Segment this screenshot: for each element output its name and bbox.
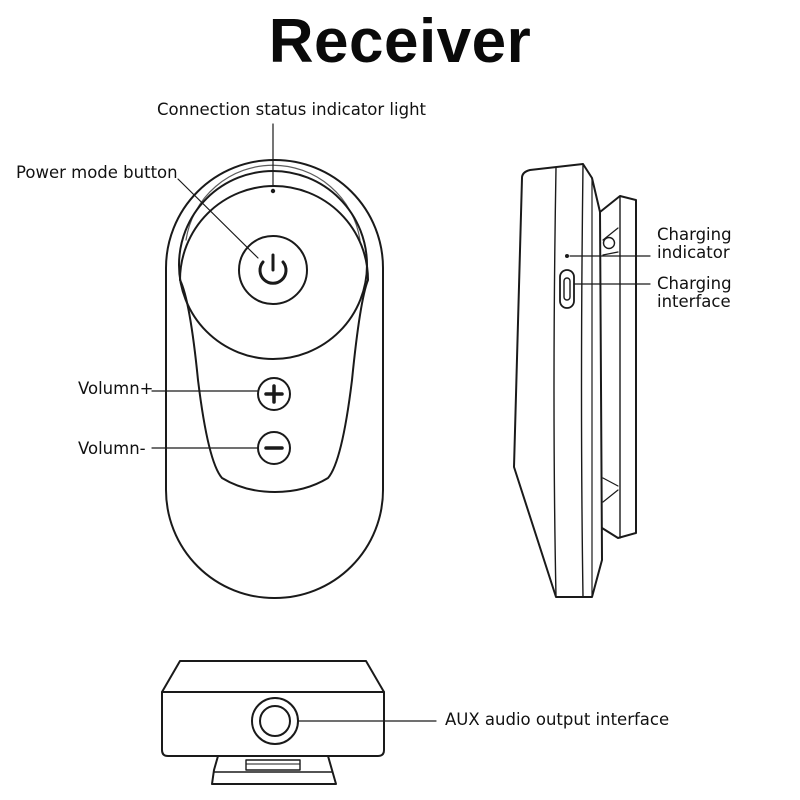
side-leader-lines (569, 255, 651, 285)
label-connection-status: Connection status indicator light (157, 100, 426, 119)
aux-jack-inner (259, 705, 291, 737)
plus-icon (264, 384, 284, 404)
label-power-mode: Power mode button (16, 163, 178, 182)
side-clip (599, 195, 637, 539)
volume-up-button (257, 377, 291, 411)
bottom-clip (211, 755, 337, 785)
label-volume-down: Volumn- (78, 439, 146, 458)
power-button (238, 235, 308, 305)
volume-down-button (257, 431, 291, 465)
front-inner-panel (179, 185, 369, 493)
front-view (165, 159, 384, 599)
power-icon (258, 253, 288, 285)
front-body-outline (165, 159, 384, 599)
connection-indicator-dot (270, 188, 276, 194)
aux-jack-outer (251, 697, 299, 745)
label-charging-indicator-1: Charging (657, 225, 732, 244)
side-body-outline (513, 163, 603, 598)
label-aux-output: AUX audio output interface (445, 710, 670, 729)
label-charging-indicator-2: indicator (657, 243, 730, 262)
side-view (513, 163, 637, 598)
bottom-view (161, 660, 385, 785)
front-leader-lines (151, 123, 274, 449)
label-volume-up: Volumn+ (78, 379, 154, 398)
label-charging-interface-1: Charging (657, 274, 732, 293)
bottom-body-outline (161, 660, 385, 757)
diagram-title: Receiver (268, 7, 532, 76)
label-charging-interface-2: interface (657, 292, 731, 311)
charging-indicator-dot (565, 254, 569, 258)
charging-port (559, 269, 575, 309)
